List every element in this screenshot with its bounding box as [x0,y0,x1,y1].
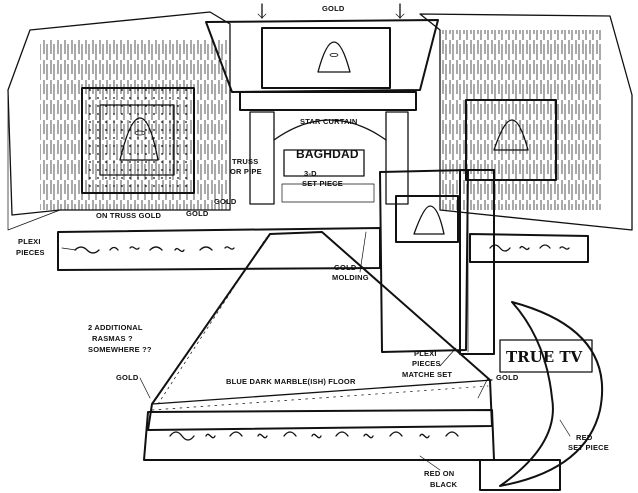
label-or-pipe: OR PIPE [230,167,262,176]
center-arch [239,91,417,205]
center-tower [379,169,495,355]
label-gold-left-truss: GOLD [186,209,209,218]
label-red-on-black-2: BLACK [430,480,458,489]
label-additional-1: 2 ADDITIONAL [88,323,143,332]
left-screen [81,87,195,194]
label-red-set-1: RED [576,433,593,442]
label-brand: TRUE TV [506,348,583,366]
label-additional-2: RASMAS ? [92,334,133,343]
label-set-piece: SET PIECE [302,179,343,188]
red-set-piece [479,301,604,491]
floor-runway [143,231,495,461]
back-band [57,227,589,271]
leader-lines [61,231,571,471]
label-star-curtain: STAR CURTAIN [300,117,358,126]
label-gold-mid: GOLD [214,197,237,206]
label-gold-molding-1: GOLD [334,263,357,272]
right-wall [419,13,633,231]
label-plexi: PLEXI [18,237,41,246]
labels: GOLD STAR CURTAIN BAGHDAD 3-D SET PIECE … [16,4,609,489]
label-gold-top: GOLD [322,4,345,13]
label-plexi-right-1: PLEXI [414,349,437,358]
label-baghdad: BAGHDAD [296,147,359,161]
label-additional-3: SOMEWHERE ?? [88,345,152,354]
label-pieces: PIECES [16,248,45,257]
label-gold-floor-left: GOLD [116,373,139,382]
label-gold-molding-2: MOLDING [332,273,369,282]
label-floor: BLUE DARK MARBLE(ISH) FLOOR [226,377,356,386]
label-3d: 3-D [304,169,317,178]
label-red-on-black-1: RED ON [424,469,454,478]
center-header [205,3,439,93]
label-red-set-2: SET PIECE [568,443,609,452]
label-on-truss-gold: ON TRUSS GOLD [96,211,161,220]
label-gold-floor-right: GOLD [496,373,519,382]
label-truss: TRUSS [232,157,258,166]
label-plexi-right-3: MATCHE SET [402,370,452,379]
label-plexi-right-2: PIECES [412,359,441,368]
